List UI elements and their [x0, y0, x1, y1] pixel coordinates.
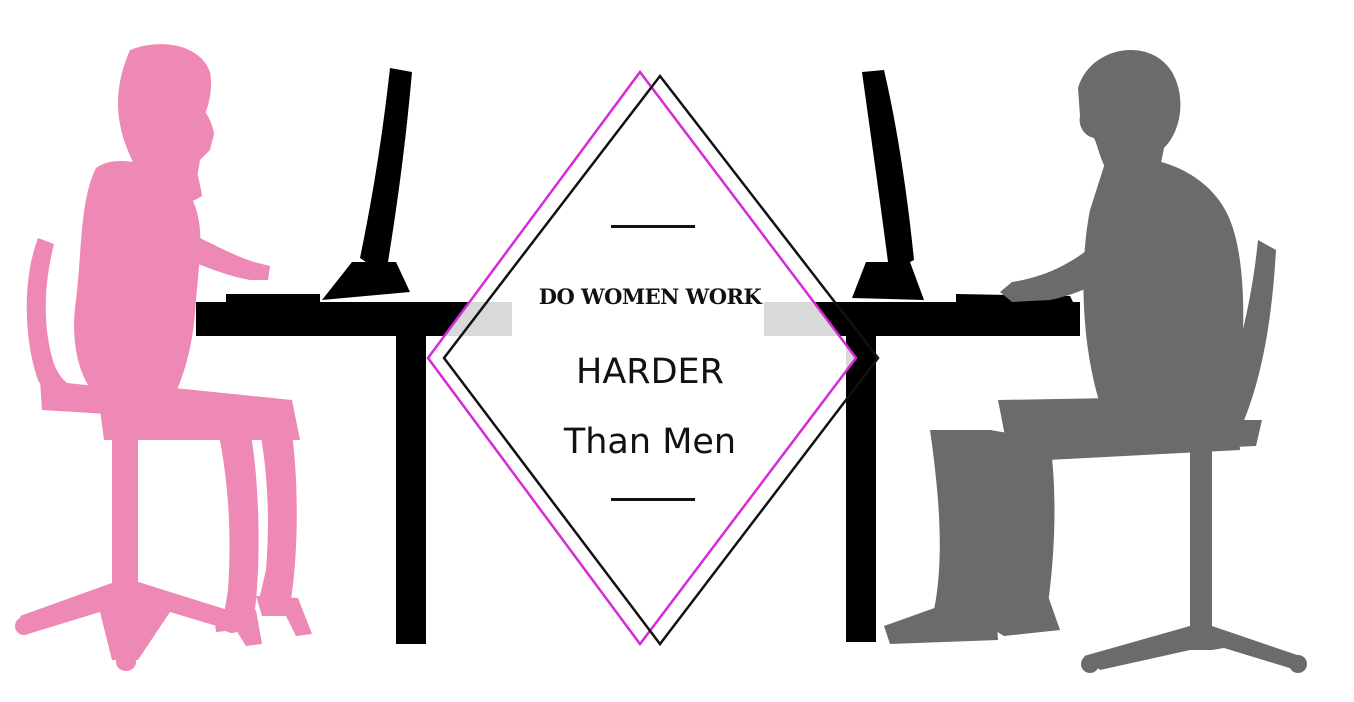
- title-line-1: DO WOMEN WORK: [538, 284, 762, 309]
- woman-silhouette: [15, 44, 312, 671]
- diamond-black: [442, 73, 880, 647]
- bottom-dash: [611, 498, 695, 501]
- diamond-magenta: [426, 69, 858, 647]
- title-line-2: HARDER: [576, 352, 724, 392]
- title-line-3: Than Men: [563, 422, 737, 462]
- man-silhouette: [884, 49, 1307, 673]
- top-dash: [611, 225, 695, 228]
